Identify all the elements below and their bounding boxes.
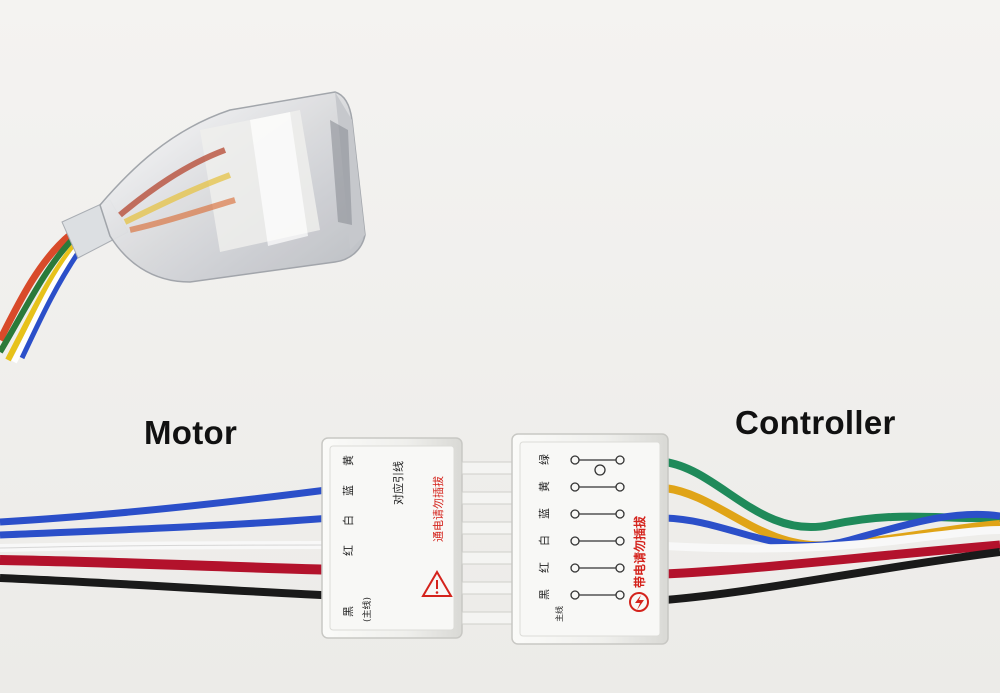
controller-connector (511, 433, 669, 645)
motor-pin-note: 对应引线 (391, 461, 405, 505)
lightning-icon (629, 592, 649, 612)
motor-color-label: 红 (342, 545, 355, 556)
controller-connector-text: 黑 红 白 蓝 黄 绿 主线 带电请勿插拔 (537, 454, 647, 622)
motor-connector-text: 黑 红 白 蓝 黄 (主线) 对应引线 通电请勿插拔 (341, 455, 445, 622)
controller-main-line-note: 主线 (554, 606, 564, 622)
controller-color-label: 绿 (537, 454, 551, 465)
motor-label: Motor (144, 414, 238, 451)
controller-color-label: 黑 (538, 589, 551, 600)
controller-color-label: 红 (538, 562, 551, 573)
motor-side-wires (0, 484, 343, 600)
motor-connector (321, 437, 515, 639)
controller-color-label: 黄 (537, 481, 551, 492)
controller-color-label: 蓝 (538, 508, 551, 519)
motor-main-line-note: (主线) (361, 597, 373, 622)
top-sealed-connector (0, 91, 366, 364)
motor-color-label: 蓝 (342, 485, 355, 496)
motor-color-label: 黑 (342, 606, 355, 617)
pin-diagram (570, 455, 625, 600)
motor-color-label: 白 (341, 515, 355, 526)
controller-label: Controller (735, 404, 896, 441)
warning-icon (421, 570, 453, 597)
motor-color-label: 黄 (341, 455, 355, 466)
controller-warning-text: 带电请勿插拔 (632, 515, 647, 588)
motor-warning-text: 通电请勿插拔 (431, 476, 445, 542)
controller-side-wires (664, 458, 1000, 604)
controller-color-label: 白 (537, 535, 551, 546)
